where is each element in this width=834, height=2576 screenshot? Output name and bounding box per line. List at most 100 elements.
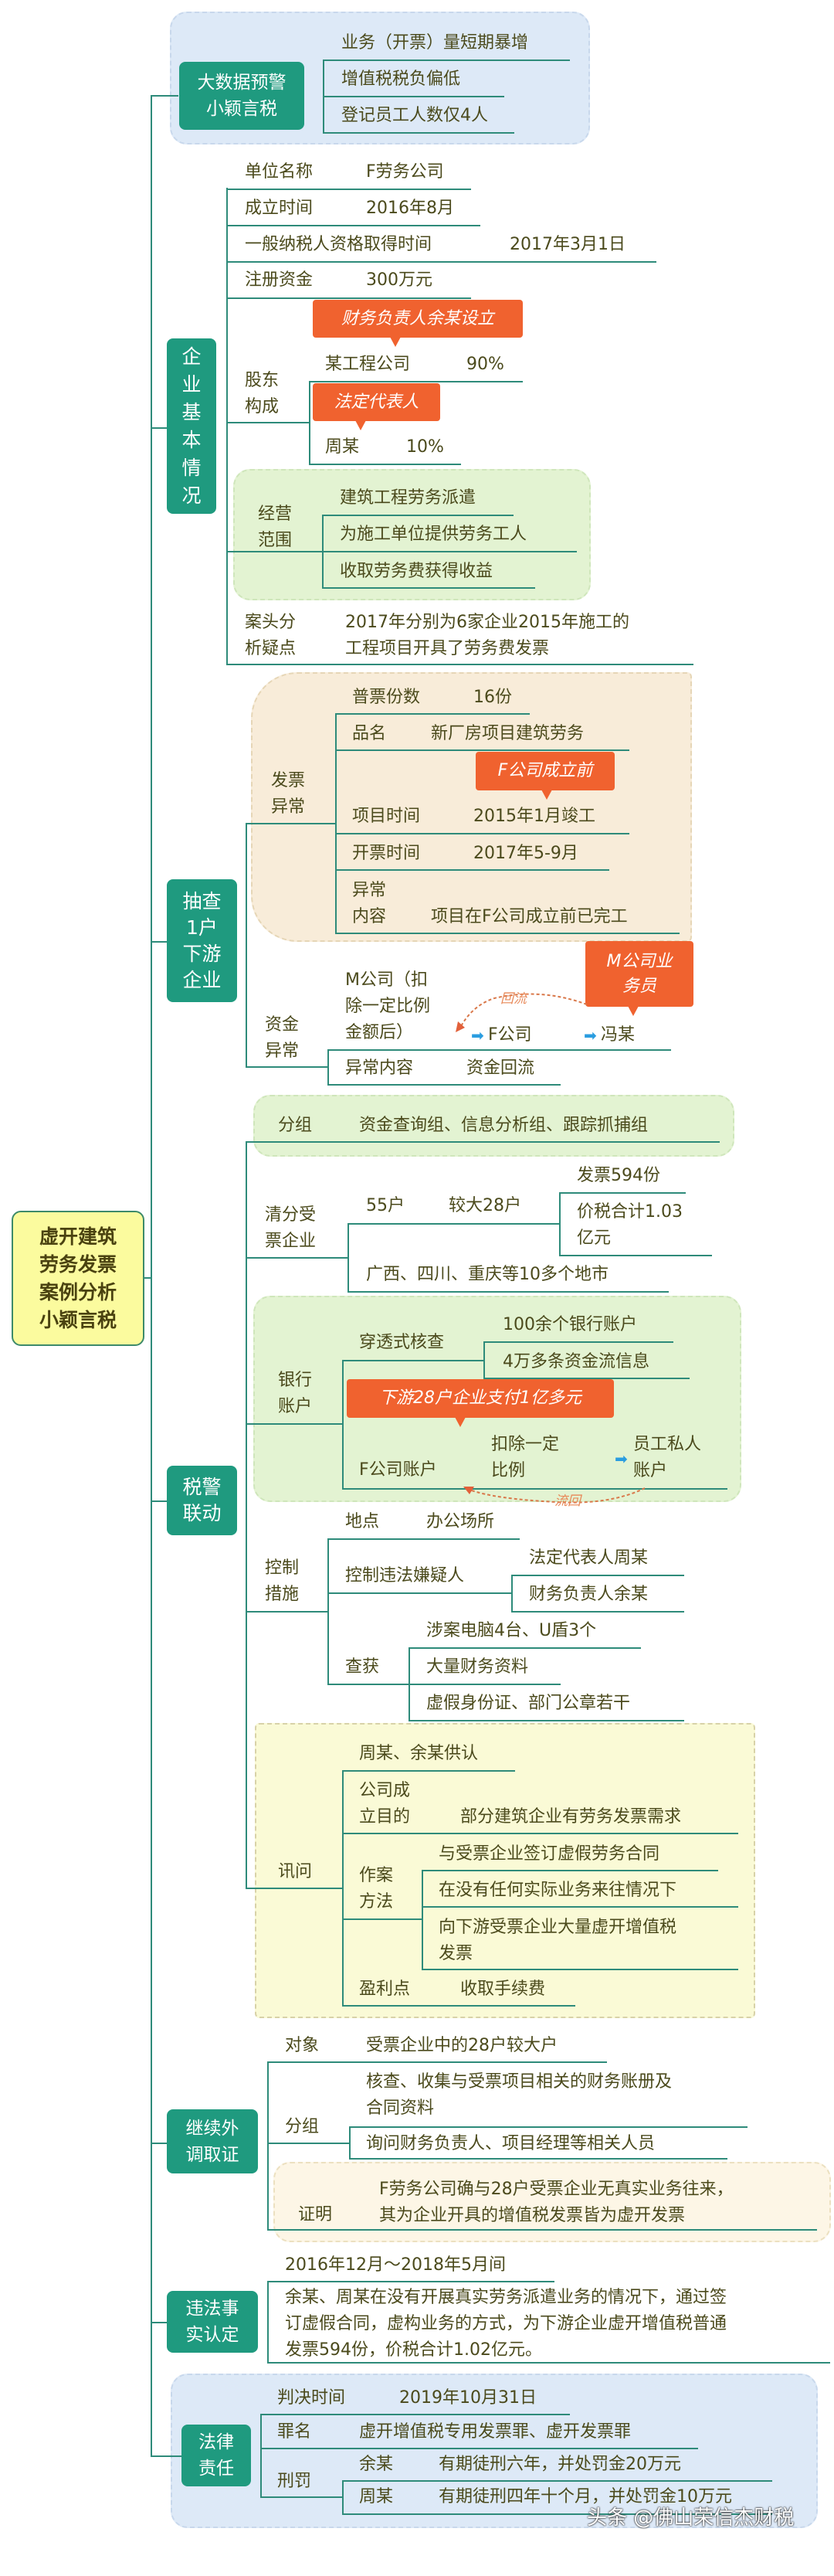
underline (246, 1066, 328, 1068)
underline (335, 713, 530, 715)
value: 2017年3月1日 (510, 235, 626, 254)
value: 冯某 (601, 1025, 636, 1045)
underline (246, 1611, 328, 1613)
underline (342, 1918, 422, 1920)
underline (483, 1378, 690, 1379)
bracket (260, 2414, 262, 2497)
label: 罪名 (277, 2422, 312, 2442)
bracket (559, 1192, 561, 1256)
label: 余某 (359, 2455, 394, 2474)
underline (267, 2362, 830, 2364)
value: 2017年5-9月 (473, 844, 578, 863)
underline (323, 96, 504, 97)
underline (226, 225, 480, 226)
bracket (511, 1575, 513, 1612)
liability-cloud (171, 2374, 818, 2528)
bracket (409, 1647, 410, 1721)
value: 资金回流 (466, 1059, 535, 1078)
label: 单位名称 (245, 162, 314, 182)
value: 16份 (473, 688, 512, 707)
connector (151, 95, 178, 97)
bracket (246, 1141, 247, 1888)
bracket (349, 2126, 351, 2159)
underline (342, 1833, 738, 1834)
branch-company[interactable]: 企 业 基 本 情 况 (167, 338, 216, 514)
value: F公司 (488, 1025, 532, 1045)
root-topic[interactable]: 虚开建筑 劳务发票 案例分析 小颖言税 (12, 1211, 144, 1346)
label: 分组 (285, 2117, 320, 2136)
proof-cloud (273, 2162, 831, 2242)
label: 刑罚 (277, 2472, 312, 2491)
label: 银行 账户 (278, 1371, 313, 1416)
label: 经营 范围 (258, 505, 293, 550)
value: 2016年8月 (366, 199, 454, 218)
label: M公司（扣 除一定比例 金额后） (345, 970, 431, 1042)
arrow-right-icon: ➡ (615, 1449, 628, 1468)
value: 员工私人 账户 (633, 1435, 702, 1480)
callout-m-salesman: M公司业 务员 (585, 941, 693, 1016)
underline (422, 1870, 718, 1871)
label: 项目时间 (352, 807, 421, 826)
scope-cloud (233, 469, 591, 600)
bracket (335, 713, 337, 933)
underline (511, 1611, 684, 1613)
underline (342, 2480, 772, 2482)
value: 较大28户 (449, 1196, 521, 1215)
underline (246, 823, 335, 824)
invoice-panel (251, 672, 692, 942)
value: 2015年1月竣工 (473, 807, 595, 826)
underline (342, 1488, 727, 1490)
value: 核查、收集与受票项目相关的财务账册及 合同资料 (366, 2072, 673, 2118)
branch-linkage[interactable]: 税警 联动 (167, 1466, 237, 1535)
label: 异常内容 (345, 1059, 414, 1078)
branch-evidence[interactable]: 继续外 调取证 (167, 2109, 258, 2173)
bigdata-item: 增值税税负偏低 (341, 70, 461, 89)
underline (483, 1341, 673, 1343)
label: 公司成 立目的 (359, 1781, 411, 1827)
value: 广西、四川、重庆等10多个地市 (366, 1265, 609, 1284)
label: 资金 异常 (265, 1015, 300, 1061)
underline (409, 1720, 684, 1721)
value: 虚开增值税专用发票罪、虚开发票罪 (359, 2422, 632, 2442)
underline (409, 1647, 641, 1649)
value: 价税合计1.03 亿元 (577, 1202, 683, 1248)
underline (323, 59, 570, 61)
value: 大量财务资料 (426, 1657, 529, 1677)
underline (322, 515, 514, 516)
connector (151, 427, 168, 429)
value: 资金查询组、信息分析组、跟踪抓捕组 (359, 1116, 649, 1135)
branch-bigdata[interactable]: 大数据预警 小颖言税 (179, 62, 304, 130)
value: 90% (466, 355, 504, 374)
branch-facts[interactable]: 违法事 实认定 (167, 2291, 258, 2353)
value: 新厂房项目建筑劳务 (431, 724, 585, 743)
label: 案头分 析疑点 (245, 613, 297, 658)
underline (226, 297, 471, 299)
value: 有期徒刑四年十个月，并处罚金10万元 (439, 2487, 732, 2506)
label: 分组 (278, 1116, 313, 1135)
underline (422, 1906, 738, 1908)
value: 55户 (366, 1196, 405, 1215)
underline (226, 189, 471, 190)
underline (322, 551, 577, 552)
underline (260, 2414, 570, 2415)
value: 有期徒刑六年，并处罚金20万元 (439, 2455, 681, 2474)
value: 向下游受票企业大量虚开增值税 发票 (439, 1918, 677, 1963)
connector (151, 941, 168, 943)
label: 周某 (359, 2487, 394, 2506)
branch-sample[interactable]: 抽查 1户 下游 企业 (167, 879, 237, 1002)
underline (267, 2281, 554, 2282)
arrow-right-icon: ➡ (584, 1026, 597, 1045)
label: 成立时间 (245, 199, 314, 218)
underline (246, 1423, 343, 1425)
value: 项目在F公司成立前已完工 (431, 907, 628, 926)
bracket (342, 1770, 344, 2006)
branch-liability[interactable]: 法律 责任 (181, 2425, 251, 2486)
underline (342, 1770, 515, 1772)
bigdata-item: 业务（开票）量短期暴增 (341, 33, 529, 53)
bracket (422, 1870, 423, 1969)
underline (309, 381, 523, 382)
bracket (309, 381, 310, 464)
label: 判决时间 (277, 2388, 346, 2408)
label: 股东 构成 (245, 371, 280, 416)
value: F劳务公司 (366, 162, 444, 182)
